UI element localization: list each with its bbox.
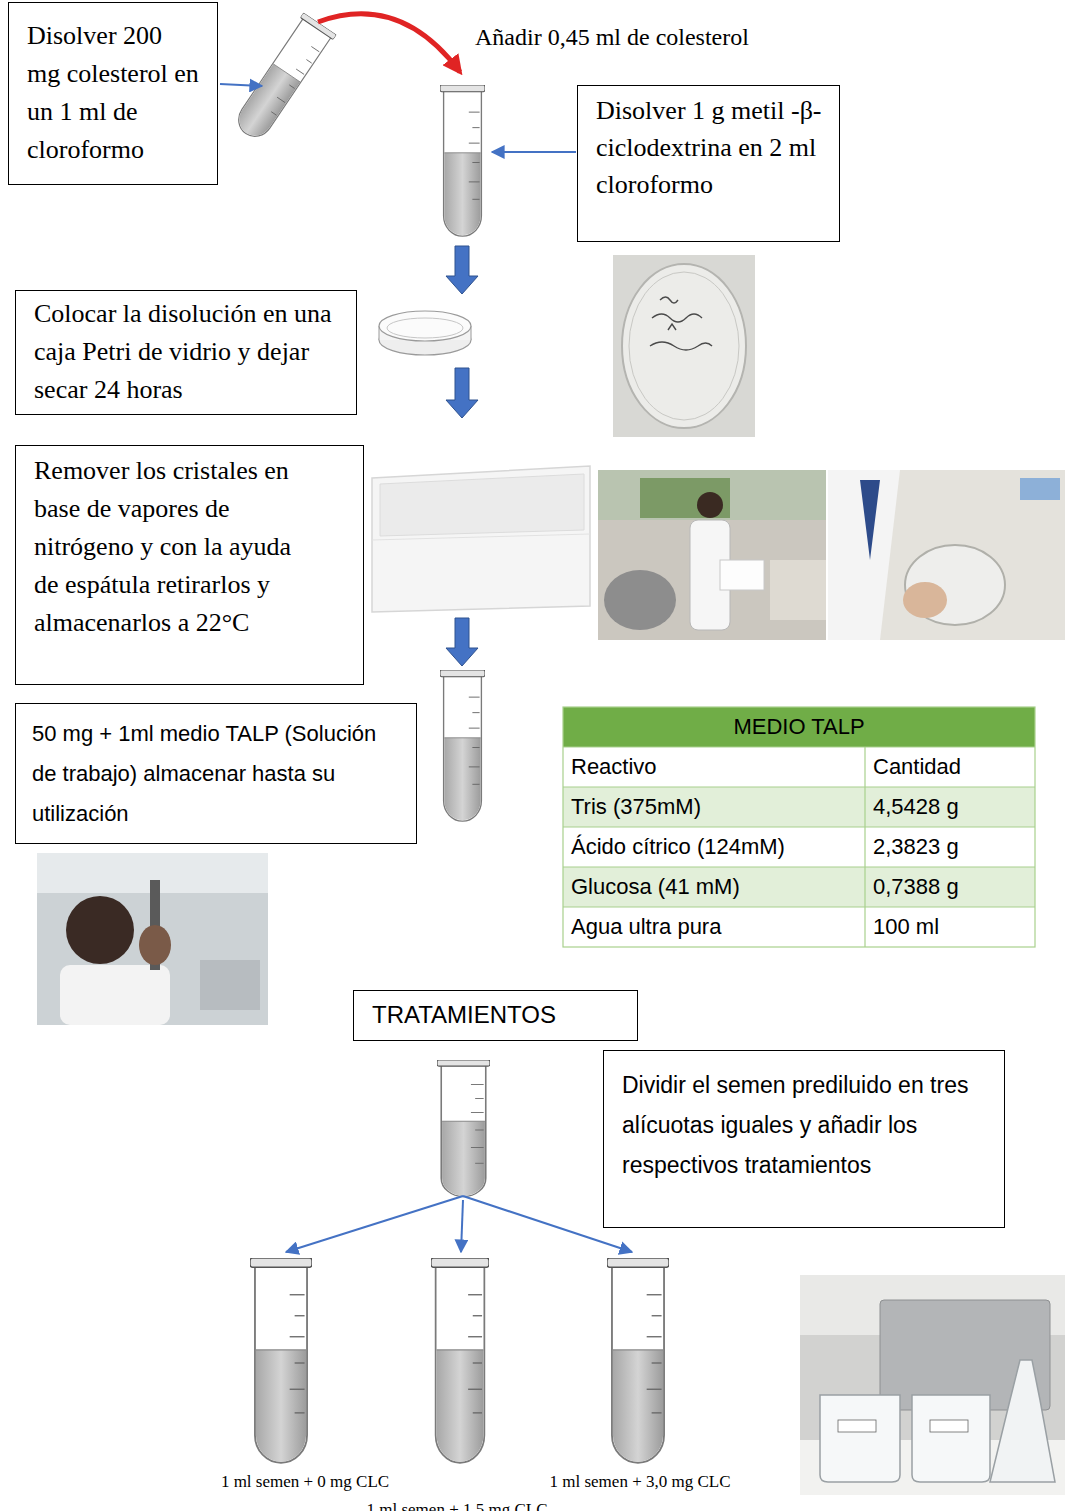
table-cell: Tris (375mM) bbox=[571, 787, 861, 827]
table-cell: 0,7388 g bbox=[873, 867, 1033, 907]
table-cell: Agua ultra pura bbox=[571, 907, 861, 947]
photo-beakers bbox=[800, 1275, 1065, 1495]
test-tube bbox=[440, 670, 485, 821]
table-cell: Reactivo bbox=[571, 747, 861, 787]
pour-arrow bbox=[318, 14, 460, 72]
treatment-label: 1 ml semen + 3,0 mg CLC bbox=[530, 1471, 750, 1493]
step-text: Disolver 200 mg colesterol en un 1 ml de… bbox=[27, 17, 201, 169]
step-text: Dividir el semen prediluido en tres alíc… bbox=[622, 1065, 992, 1185]
step-text: TRATAMIENTOS bbox=[372, 1000, 625, 1030]
test-tube bbox=[431, 1258, 489, 1463]
table-cell: Ácido cítrico (124mM) bbox=[571, 827, 861, 867]
section-box: TRATAMIENTOS bbox=[353, 990, 638, 1041]
process-box: Disolver 200 mg colesterol en un 1 ml de… bbox=[8, 2, 218, 185]
table-cell: 100 ml bbox=[873, 907, 1033, 947]
photo-nitrogen bbox=[598, 470, 826, 640]
table-cell: 4,5428 g bbox=[873, 787, 1033, 827]
test-tube bbox=[250, 1258, 312, 1463]
process-box: Remover los cristales en base de vapores… bbox=[15, 445, 364, 685]
table-cell: Glucosa (41 mM) bbox=[571, 867, 861, 907]
table-cell: MEDIO TALP bbox=[563, 707, 1035, 747]
step-text: 50 mg + 1ml medio TALP (Solución de trab… bbox=[32, 714, 404, 834]
test-tube bbox=[440, 85, 485, 236]
step-text: Disolver 1 g metil -β- ciclodextrina en … bbox=[596, 92, 825, 203]
talp-table bbox=[563, 707, 1035, 947]
table-cell: 2,3823 g bbox=[873, 827, 1033, 867]
test-tube bbox=[437, 1060, 490, 1197]
photo-pipetting bbox=[37, 853, 268, 1025]
tilted-tube bbox=[229, 12, 336, 144]
test-tube bbox=[607, 1258, 669, 1463]
table-cell: Cantidad bbox=[873, 747, 1033, 787]
step-note: Añadir 0,45 ml de colesterol bbox=[475, 20, 815, 54]
treatment-label: 1 ml semen + 0 mg CLC bbox=[195, 1471, 415, 1493]
process-box: Dividir el semen prediluido en tres alíc… bbox=[603, 1050, 1005, 1228]
process-box: 50 mg + 1ml medio TALP (Solución de trab… bbox=[15, 703, 417, 844]
step-text: Remover los cristales en base de vapores… bbox=[34, 452, 303, 642]
photo-spatula bbox=[828, 470, 1065, 640]
process-box: Disolver 1 g metil -β- ciclodextrina en … bbox=[577, 85, 840, 242]
petri-dish bbox=[379, 311, 471, 355]
foam-box bbox=[372, 466, 590, 612]
photo-petri bbox=[613, 255, 755, 437]
process-box: Colocar la disolución en una caja Petri … bbox=[15, 290, 357, 415]
step-text: Colocar la disolución en una caja Petri … bbox=[34, 295, 342, 409]
treatment-label: 1 ml semen + 1,5 mg CLC bbox=[347, 1499, 567, 1511]
